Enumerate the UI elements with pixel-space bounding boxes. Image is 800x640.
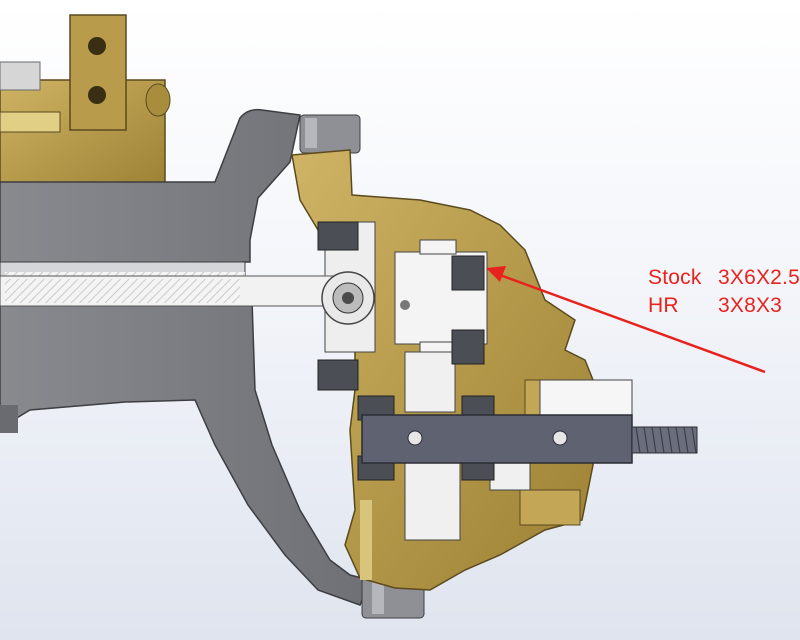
stock-label: Stock (648, 266, 702, 289)
hr-bearing-size: 3X8X3 (718, 294, 783, 317)
internal-gears (324, 221, 633, 541)
input-shaft (0, 271, 410, 325)
hr-label: HR (648, 294, 679, 317)
upper-bracket (0, 14, 171, 191)
callout-arrow (486, 266, 766, 374)
output-shaft (361, 414, 698, 464)
stock-bearing-size: 3X6X2.5 (718, 266, 800, 289)
